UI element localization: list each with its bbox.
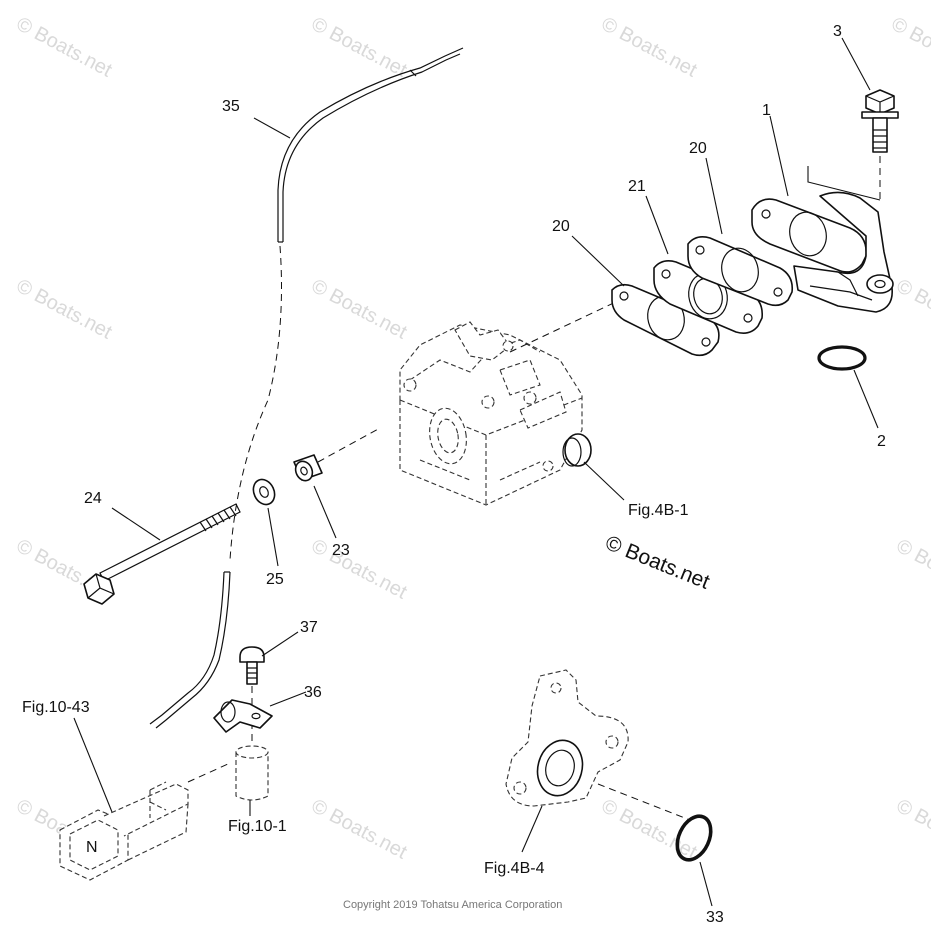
- watermark: © Boats.net: [13, 13, 116, 82]
- watermark: © Boats.net: [308, 275, 411, 344]
- label-part-20-front: 20: [552, 218, 570, 235]
- label-part-37: 37: [300, 619, 318, 636]
- watermark: © Boats.net: [308, 535, 411, 604]
- watermark: © Boats.net: [13, 275, 116, 344]
- watermark: © Boats.net: [888, 13, 931, 82]
- part-labels: 1 2 3 20 20 21 23 24 25 33 35 36 37 Fig.…: [22, 23, 886, 926]
- label-part-33: 33: [706, 909, 724, 926]
- watermark: © Boats.net: [308, 13, 411, 82]
- knob-letter: N: [86, 839, 98, 856]
- bolt-3-bracket: [807, 166, 881, 201]
- label-fig-10-43: Fig.10-43: [22, 699, 90, 716]
- label-part-3: 3: [833, 23, 842, 40]
- label-part-1: 1: [762, 102, 771, 119]
- part-2-o-ring: [817, 345, 867, 371]
- part-20-gasket-front: [611, 283, 720, 357]
- copyright-text: Copyright 2019 Tohatsu America Corporati…: [343, 899, 562, 911]
- label-part-35: 35: [222, 98, 240, 115]
- fig-4b-4-plate: [505, 669, 629, 807]
- label-fig-10-1: Fig.10-1: [228, 818, 287, 835]
- label-part-25: 25: [266, 571, 284, 588]
- label-part-21: 21: [628, 178, 646, 195]
- watermark: © Boats.net: [893, 275, 931, 344]
- label-part-24: 24: [84, 490, 102, 507]
- part-23-collar: [293, 454, 323, 482]
- rod-centerline: [229, 245, 282, 561]
- leader-lines: [73, 37, 879, 907]
- label-part-36: 36: [304, 684, 322, 701]
- part-3-bolt: [861, 89, 899, 153]
- watermark: © Boats.net: [598, 795, 701, 864]
- part-1-intake-manifold: [751, 191, 894, 313]
- part-36-clip: [213, 699, 273, 733]
- part-37-screw: [239, 646, 265, 685]
- fig-10-1-post: [235, 745, 269, 801]
- label-part-2: 2: [877, 433, 886, 450]
- bolt-axis: [317, 427, 381, 463]
- knob-axis: [187, 763, 229, 783]
- part-24-bolt: [83, 503, 241, 605]
- plate-axis: [597, 783, 691, 821]
- label-fig-4b-1: Fig.4B-1: [628, 502, 689, 519]
- label-fig-4b-4: Fig.4B-4: [484, 860, 545, 877]
- watermark: © Boats.net: [308, 795, 411, 864]
- part-35-rod: [277, 47, 464, 243]
- label-part-23: 23: [332, 542, 350, 559]
- fig-10-43-choke-knob: N: [59, 781, 189, 881]
- part-35-rod-lower: [149, 571, 231, 729]
- watermark: © Boats.net: [598, 13, 701, 82]
- watermark-large: © Boats.net: [602, 531, 713, 594]
- intake-centerline: [509, 299, 621, 353]
- part-25-washer: [252, 478, 276, 506]
- watermark: © Boats.net: [893, 535, 931, 604]
- carburetor-reference: [399, 321, 592, 506]
- part-33-o-ring: [675, 814, 713, 862]
- part-20-gasket-rear: [687, 236, 794, 307]
- watermark: © Boats.net: [893, 795, 931, 864]
- label-part-20-rear: 20: [689, 140, 707, 157]
